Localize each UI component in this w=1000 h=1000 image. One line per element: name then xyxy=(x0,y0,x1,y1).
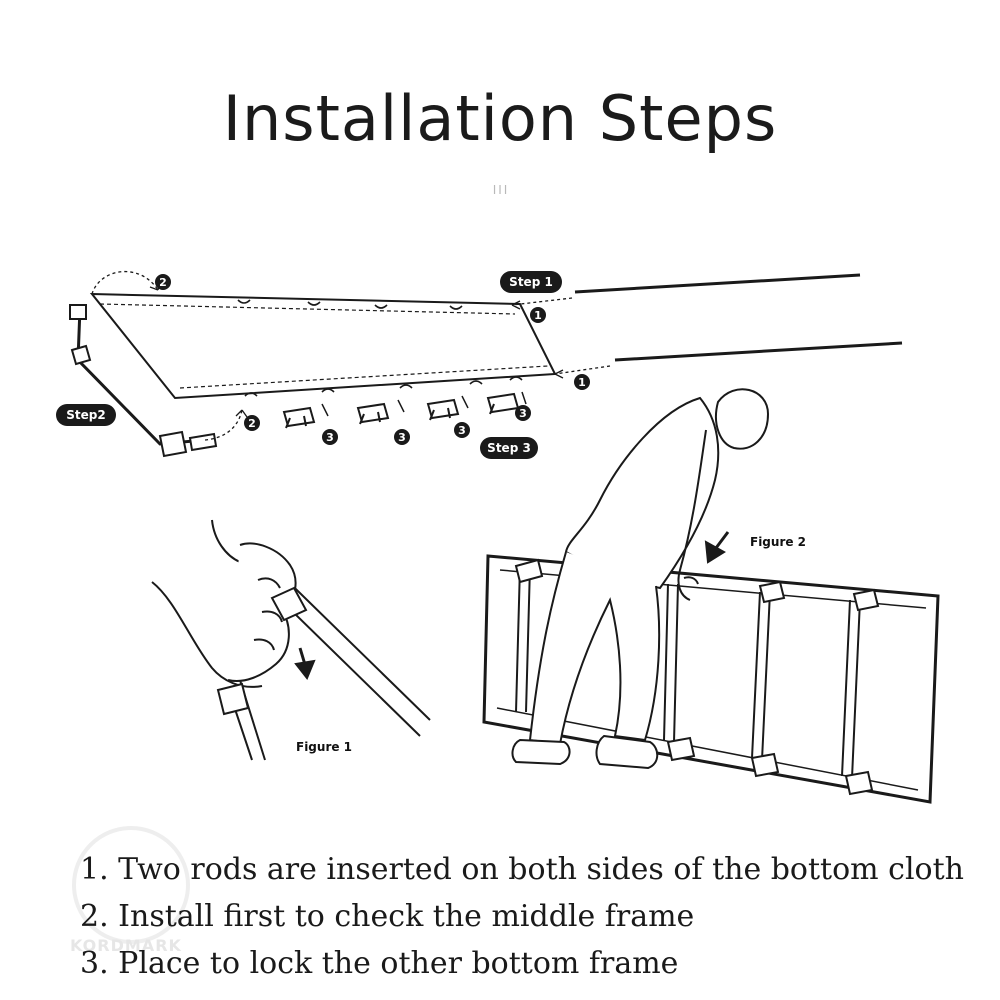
cloth-seam-top xyxy=(99,303,516,315)
leg-bracket-2 xyxy=(356,402,390,425)
rod-bottom xyxy=(614,341,903,362)
cloth-seam-bottom xyxy=(179,365,549,389)
svg-text:3: 3 xyxy=(326,431,334,444)
instruction-item-2: 2. Install first to check the middle fra… xyxy=(80,899,695,934)
person-shoe-right xyxy=(595,734,659,770)
num-badge-1b: 1 xyxy=(574,374,590,390)
figure2-label: Figure 2 xyxy=(750,535,806,549)
person-torso xyxy=(564,396,720,590)
num-badge-3c: 3 xyxy=(454,422,470,438)
watermark-text: KORDMARK xyxy=(70,936,182,955)
num-badge-3b: 3 xyxy=(394,429,410,445)
figure2-illustration xyxy=(482,388,940,804)
step1-callout: Step 1 xyxy=(500,271,562,293)
leg-bracket-3 xyxy=(426,398,460,421)
svg-text:1: 1 xyxy=(534,309,542,322)
figure1-label: Figure 1 xyxy=(296,740,352,754)
svg-text:2: 2 xyxy=(248,417,256,430)
num-badge-2b: 2 xyxy=(244,415,260,431)
step1-label: Step 1 xyxy=(509,275,553,289)
cot-cloth-diagram xyxy=(69,270,903,458)
instruction-list: 1. Two rods are inserted on both sides o… xyxy=(80,846,990,987)
instruction-item-1: 1. Two rods are inserted on both sides o… xyxy=(80,852,964,887)
title-divider-mark: III xyxy=(492,183,510,197)
num-badge-3a: 3 xyxy=(322,429,338,445)
svg-text:3: 3 xyxy=(398,431,406,444)
person-head xyxy=(715,388,770,450)
instruction-item-3: 3. Place to lock the other bottom frame xyxy=(80,946,679,981)
leg-bracket-4 xyxy=(486,392,520,415)
figure2-arrow xyxy=(714,531,730,549)
leg-bracket-1 xyxy=(282,406,316,429)
svg-text:1: 1 xyxy=(578,376,586,389)
watermark-logo xyxy=(72,826,190,944)
num-badge-2a: 2 xyxy=(155,274,171,290)
rod-top xyxy=(574,273,861,294)
person-shoe-left xyxy=(511,738,571,766)
step3-callout: Step 3 xyxy=(480,437,538,459)
person-arm xyxy=(677,429,707,601)
person-legs xyxy=(528,551,661,746)
step3-label: Step 3 xyxy=(487,441,531,455)
page-title: Installation Steps xyxy=(222,82,778,155)
num-badge-3d: 3 xyxy=(515,405,531,421)
step2-callout: Step2 xyxy=(56,404,116,426)
svg-text:3: 3 xyxy=(519,407,527,420)
svg-text:3: 3 xyxy=(458,424,466,437)
svg-text:2: 2 xyxy=(159,276,167,289)
figure1-illustration xyxy=(151,519,431,761)
num-badge-1a: 1 xyxy=(530,307,546,323)
step2-label: Step2 xyxy=(66,408,105,422)
bottom-cloth xyxy=(89,292,557,400)
